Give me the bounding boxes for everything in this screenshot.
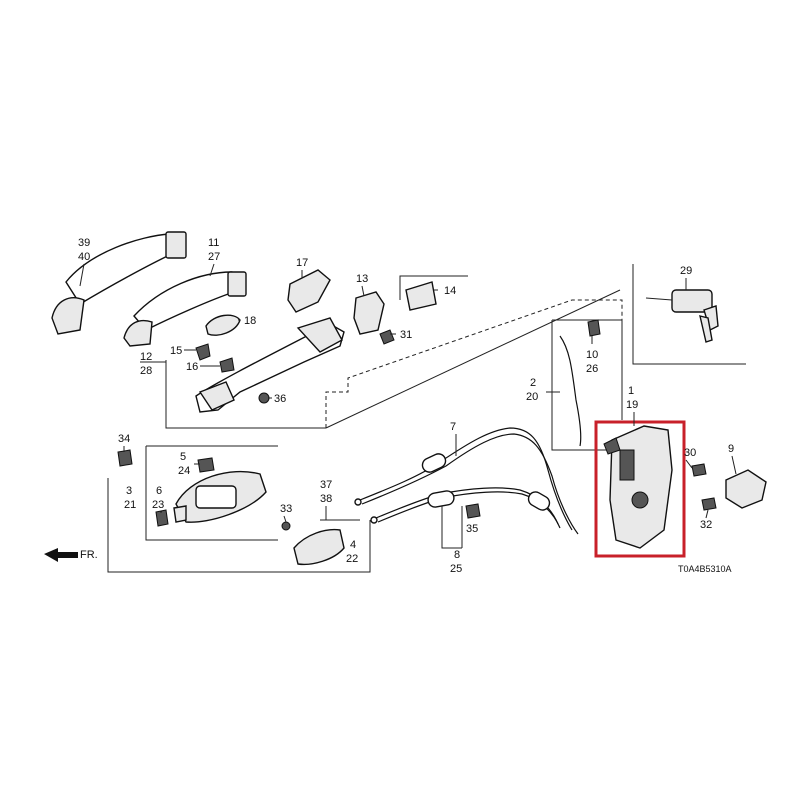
screw-33 — [281, 521, 291, 531]
outer-handle-front — [51, 231, 187, 335]
callout-21: 21 — [124, 499, 136, 511]
clip-6 — [155, 509, 169, 527]
outer-handle-rear — [123, 271, 247, 347]
handle-cap-4 — [293, 528, 345, 566]
callout-5: 5 — [180, 451, 186, 463]
callout-40: 40 — [78, 251, 90, 263]
callout-2: 2 — [530, 377, 536, 389]
callout-18: 18 — [244, 315, 256, 327]
striker-9 — [725, 469, 767, 509]
group-frame-lines — [107, 264, 746, 573]
callout-13: 13 — [356, 273, 368, 285]
cables — [354, 427, 579, 535]
screw-15 — [195, 343, 211, 361]
callout-16: 16 — [186, 361, 198, 373]
handle-pad-18 — [205, 314, 241, 336]
callout-6: 6 — [156, 485, 162, 497]
callout-36: 36 — [274, 393, 286, 405]
callout-35: 35 — [466, 523, 478, 535]
callout-1: 1 — [628, 385, 634, 397]
leader-lines — [79, 263, 737, 549]
callout-8: 8 — [454, 549, 460, 561]
callout-4: 4 — [350, 539, 356, 551]
clip-16 — [219, 357, 235, 373]
callout-23: 23 — [152, 499, 164, 511]
callout-25: 25 — [450, 563, 462, 575]
callout-37: 37 — [320, 479, 332, 491]
highlight-box — [594, 420, 686, 558]
callout-9: 9 — [728, 443, 734, 455]
callout-20: 20 — [526, 391, 538, 403]
callout-30: 30 — [684, 447, 696, 459]
callout-7: 7 — [450, 421, 456, 433]
callout-22: 22 — [346, 553, 358, 565]
callout-26: 26 — [586, 363, 598, 375]
callout-24: 24 — [178, 465, 190, 477]
callout-39: 39 — [78, 237, 90, 249]
bolt-31 — [379, 329, 395, 345]
callout-33: 33 — [280, 503, 292, 515]
bolt-30 — [691, 463, 707, 477]
front-direction-arrow: FR. — [44, 548, 98, 562]
callout-27: 27 — [208, 251, 220, 263]
callout-3: 3 — [126, 485, 132, 497]
clip-34 — [117, 449, 133, 467]
callout-19: 19 — [626, 399, 638, 411]
drawing-code: T0A4B5310A — [678, 564, 732, 574]
callout-14: 14 — [444, 285, 456, 297]
nut-36 — [258, 392, 270, 404]
handle-cap-14 — [405, 281, 437, 311]
clip-5 — [197, 457, 215, 473]
callout-38: 38 — [320, 493, 332, 505]
callouts: 39 40 11 27 17 13 14 18 31 12 28 15 16 3… — [78, 237, 734, 575]
door-latch-actuator — [603, 425, 673, 549]
callout-11: 11 — [208, 237, 219, 249]
inner-handle — [173, 470, 267, 523]
rod-clip-10 — [587, 319, 601, 337]
callout-28: 28 — [140, 365, 152, 377]
callout-34: 34 — [118, 433, 130, 445]
callout-29: 29 — [680, 265, 692, 277]
bolt-32 — [701, 497, 717, 511]
callout-12: 12 — [140, 351, 152, 363]
key-cylinder — [645, 289, 719, 343]
callout-31: 31 — [400, 329, 412, 341]
clip-35 — [465, 503, 481, 519]
callout-15: 15 — [170, 345, 182, 357]
handle-cover-17 — [287, 269, 331, 313]
key-cylinder-cover-13 — [353, 291, 385, 335]
callout-17: 17 — [296, 257, 308, 269]
direction-label: FR. — [80, 549, 98, 561]
latch-rod — [559, 335, 582, 447]
handle-base — [195, 317, 345, 413]
callout-10: 10 — [586, 349, 598, 361]
callout-32: 32 — [700, 519, 712, 531]
